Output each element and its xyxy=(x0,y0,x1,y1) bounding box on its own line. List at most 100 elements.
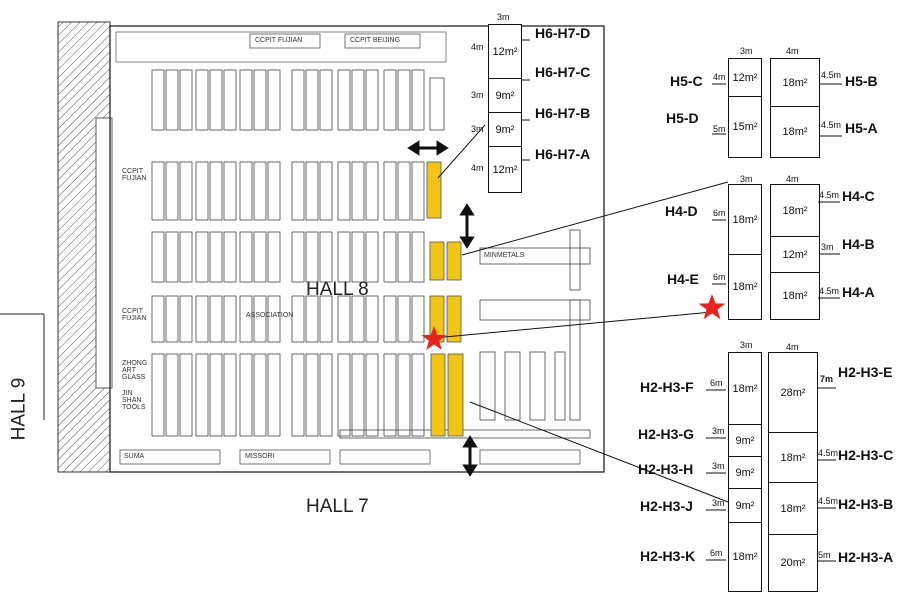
h5-b-side: 4.5m xyxy=(821,70,842,80)
booth-cell xyxy=(195,353,209,437)
booth-cell xyxy=(179,353,193,437)
floor-label-fujian-mid: CCPIT FUJIAN xyxy=(122,308,147,322)
booth-cell xyxy=(365,231,379,283)
booth-cell xyxy=(267,295,281,343)
booth-cell xyxy=(223,69,237,131)
booth-cell xyxy=(397,69,411,131)
floor-label-zhong-art-glass: ZHONG ART GLASS xyxy=(122,360,148,381)
h2-h3-e-side: 7m xyxy=(820,374,834,384)
booth-cell xyxy=(239,231,253,283)
booth-h6-h7-a: 12m² xyxy=(488,146,522,193)
h2-h3-b-side: 4.5m xyxy=(818,496,839,506)
hall-8-label: HALL 8 xyxy=(306,279,369,300)
booth-cell xyxy=(305,69,319,131)
h4-right-width: 4m xyxy=(786,174,799,184)
code-h5-b: H5-B xyxy=(845,73,878,89)
booth-cell xyxy=(179,231,193,283)
booth-cell xyxy=(351,295,365,343)
booth-grid xyxy=(151,69,425,437)
booth-cell xyxy=(209,231,223,283)
booth-cell xyxy=(165,69,179,131)
booth-cell xyxy=(179,161,193,221)
booth-h2-h3-k: 18m² xyxy=(728,522,762,592)
booth-cell xyxy=(337,161,351,221)
booth-cell xyxy=(165,231,179,283)
booth-h2-h3-b: 18m² xyxy=(768,482,818,536)
aisle-arrows xyxy=(407,140,478,477)
h2-h3-h-side: 3m xyxy=(712,461,725,471)
booth-group-h4: 3m 4m 18m² 18m² 18m² 12m² 18m² H4-D H4-E… xyxy=(660,172,910,322)
hall-7-label: HALL 7 xyxy=(306,496,369,517)
booth-cell xyxy=(267,161,281,221)
code-h4-b: H4-B xyxy=(842,236,875,252)
floor-label-suma: SUMA xyxy=(124,453,145,460)
booth-cell xyxy=(151,161,165,221)
booth-cell xyxy=(365,295,379,343)
booth-cell xyxy=(411,161,425,221)
booth-cell xyxy=(239,353,253,437)
booth-h4-c: 18m² xyxy=(770,184,820,238)
h2-h3-k-side: 6m xyxy=(710,548,723,558)
booth-cell xyxy=(195,161,209,221)
h4-left-width: 3m xyxy=(740,174,753,184)
booth-cell xyxy=(397,353,411,437)
leader-lines xyxy=(433,124,729,503)
h4-d-side: 6m xyxy=(713,208,726,218)
h6-h7-b-side: 3m xyxy=(471,124,484,134)
booth-cell xyxy=(319,231,333,283)
booth-cell xyxy=(411,231,425,283)
booth-cell xyxy=(291,69,305,131)
h6-h7-c-side: 3m xyxy=(471,90,484,100)
booth-cell xyxy=(411,353,425,437)
code-h2-h3-b: H2-H3-B xyxy=(838,496,894,512)
booth-h2-h3-j: 9m² xyxy=(728,488,762,524)
booth-cell xyxy=(351,353,365,437)
h6h7-width-label: 3m xyxy=(497,12,510,22)
booth-cell xyxy=(165,353,179,437)
booth-cell xyxy=(223,353,237,437)
booth-cell xyxy=(253,69,267,131)
booth-cell xyxy=(223,295,237,343)
booth-h4-d: 18m² xyxy=(728,184,762,256)
code-h2-h3-j: H2-H3-J xyxy=(640,498,693,514)
booth-cell xyxy=(351,69,365,131)
h5-left-width: 3m xyxy=(740,46,753,56)
booth-h5-b: 18m² xyxy=(770,58,820,108)
code-h5-a: H5-A xyxy=(845,120,878,136)
booth-cell xyxy=(383,161,397,221)
booth-cell xyxy=(209,353,223,437)
h5-right-width: 4m xyxy=(786,46,799,56)
code-h6-h7-b: H6-H7-B xyxy=(535,105,591,121)
booth-h5-c: 12m² xyxy=(728,58,762,98)
code-h2-h3-f: H2-H3-F xyxy=(640,379,694,395)
booth-cell xyxy=(365,161,379,221)
booth-cell xyxy=(195,231,209,283)
booth-cell xyxy=(397,295,411,343)
booth-cell xyxy=(383,295,397,343)
hall-8-outline xyxy=(109,25,605,473)
h2-h3-j-side: 3m xyxy=(712,498,725,508)
booth-cell xyxy=(305,353,319,437)
booth-group-h2h3: 3m 4m 18m² 9m² 9m² 9m² 18m² 28m² 18m² 18… xyxy=(630,338,910,594)
booth-cell xyxy=(165,161,179,221)
h4-c-side: 4.5m xyxy=(819,190,840,200)
booth-cell xyxy=(337,353,351,437)
hall-9-label: HALL 9 xyxy=(8,377,30,441)
booth-h2-h3-g: 9m² xyxy=(728,424,762,458)
booth-h6-h7-c: 9m² xyxy=(488,78,522,114)
booth-cell xyxy=(151,295,165,343)
booth-h2-h3-e: 28m² xyxy=(768,352,818,434)
booth-cell xyxy=(239,161,253,221)
highlighted-booths xyxy=(426,161,464,437)
booth-cell xyxy=(151,69,165,131)
code-h2-h3-h: H2-H3-H xyxy=(638,461,694,477)
booth-cell xyxy=(291,353,305,437)
booth-cell xyxy=(209,161,223,221)
code-h4-d: H4-D xyxy=(665,203,698,219)
booth-cell xyxy=(351,231,365,283)
booth-cell xyxy=(151,231,165,283)
code-h5-c: H5-C xyxy=(670,73,703,89)
booth-h4-e: 18m² xyxy=(728,254,762,320)
h2h3-left-width: 3m xyxy=(740,340,753,350)
